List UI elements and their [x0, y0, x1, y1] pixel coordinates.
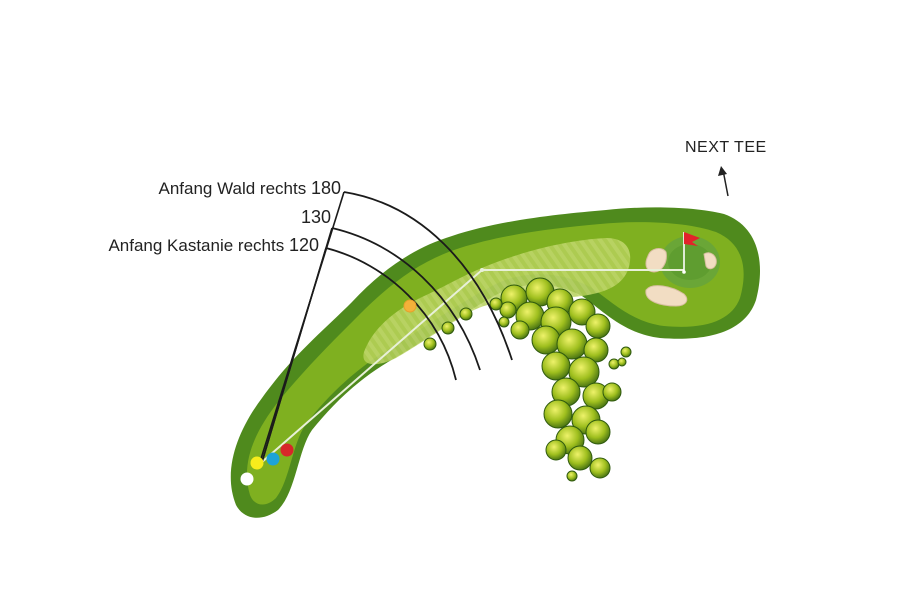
- flag-icon: [682, 232, 700, 274]
- tree: [510, 320, 530, 340]
- distance-label-text: Anfang Wald rechts: [158, 179, 307, 198]
- tree: [567, 445, 593, 471]
- bunker-right: [703, 252, 717, 270]
- tee-marker-blue: [266, 452, 280, 466]
- next-tee-label: NEXT TEE: [685, 139, 767, 156]
- tree: [583, 337, 609, 363]
- arc-120: [325, 247, 457, 381]
- distance-arcs: [259, 191, 513, 463]
- bunker-left: [645, 248, 667, 273]
- tee-marker-white: [240, 472, 254, 486]
- tree: [531, 325, 561, 355]
- tee-marker-red: [280, 443, 294, 457]
- tree: [489, 297, 503, 311]
- tree: [602, 382, 622, 402]
- arc-130: [331, 227, 481, 371]
- distance-value: 180: [310, 178, 341, 198]
- tree: [617, 357, 627, 367]
- tree: [620, 346, 632, 358]
- tree: [608, 358, 620, 370]
- tree: [566, 470, 578, 482]
- tree: [459, 307, 473, 321]
- tree: [585, 419, 611, 445]
- play-line-node: [480, 268, 484, 272]
- tree-group: [423, 277, 632, 482]
- tee-markers: [240, 443, 294, 486]
- tree: [498, 316, 510, 328]
- target-marker: [403, 299, 417, 313]
- distance-label-180: Anfang Wald rechts 180: [100, 178, 341, 199]
- leader-120: [261, 247, 327, 463]
- tree: [441, 321, 455, 335]
- arc-180: [343, 191, 513, 361]
- tee-marker-yellow: [250, 456, 264, 470]
- tree: [423, 337, 437, 351]
- tree: [499, 301, 517, 319]
- distance-value: 120: [288, 235, 319, 255]
- tree: [568, 356, 600, 388]
- fairway-rough-band: [246, 222, 744, 505]
- distance-label-120: Anfang Kastanie rechts 120: [60, 235, 319, 256]
- bunker-front: [645, 285, 688, 307]
- distance-label-text: Anfang Kastanie rechts: [108, 236, 285, 255]
- distance-label-130: 130: [100, 207, 331, 228]
- distance-value: 130: [300, 207, 331, 227]
- tree: [585, 313, 611, 339]
- tree: [543, 399, 573, 429]
- tree: [545, 439, 567, 461]
- tree: [589, 457, 611, 479]
- tree: [541, 351, 571, 381]
- arrow-up-icon: [718, 166, 729, 197]
